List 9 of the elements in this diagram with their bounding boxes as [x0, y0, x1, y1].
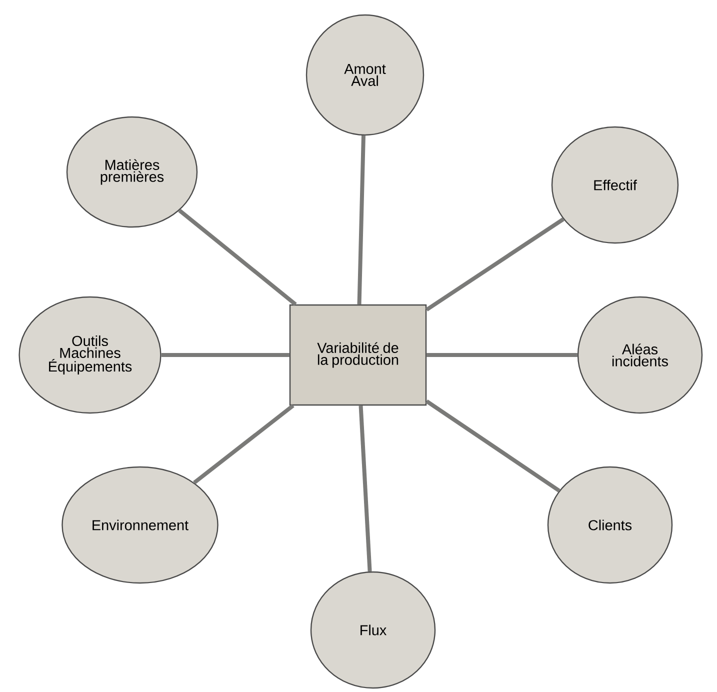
- connector-line: [426, 353, 578, 357]
- process-box: Variabilité de la production: [289, 304, 427, 406]
- connector-line: [358, 405, 372, 572]
- connector-line: [426, 218, 564, 312]
- connector-line: [178, 208, 297, 306]
- connector-line: [161, 353, 290, 357]
- connector-line: [193, 404, 294, 484]
- connector-line: [357, 136, 366, 304]
- connector-line: [425, 400, 560, 492]
